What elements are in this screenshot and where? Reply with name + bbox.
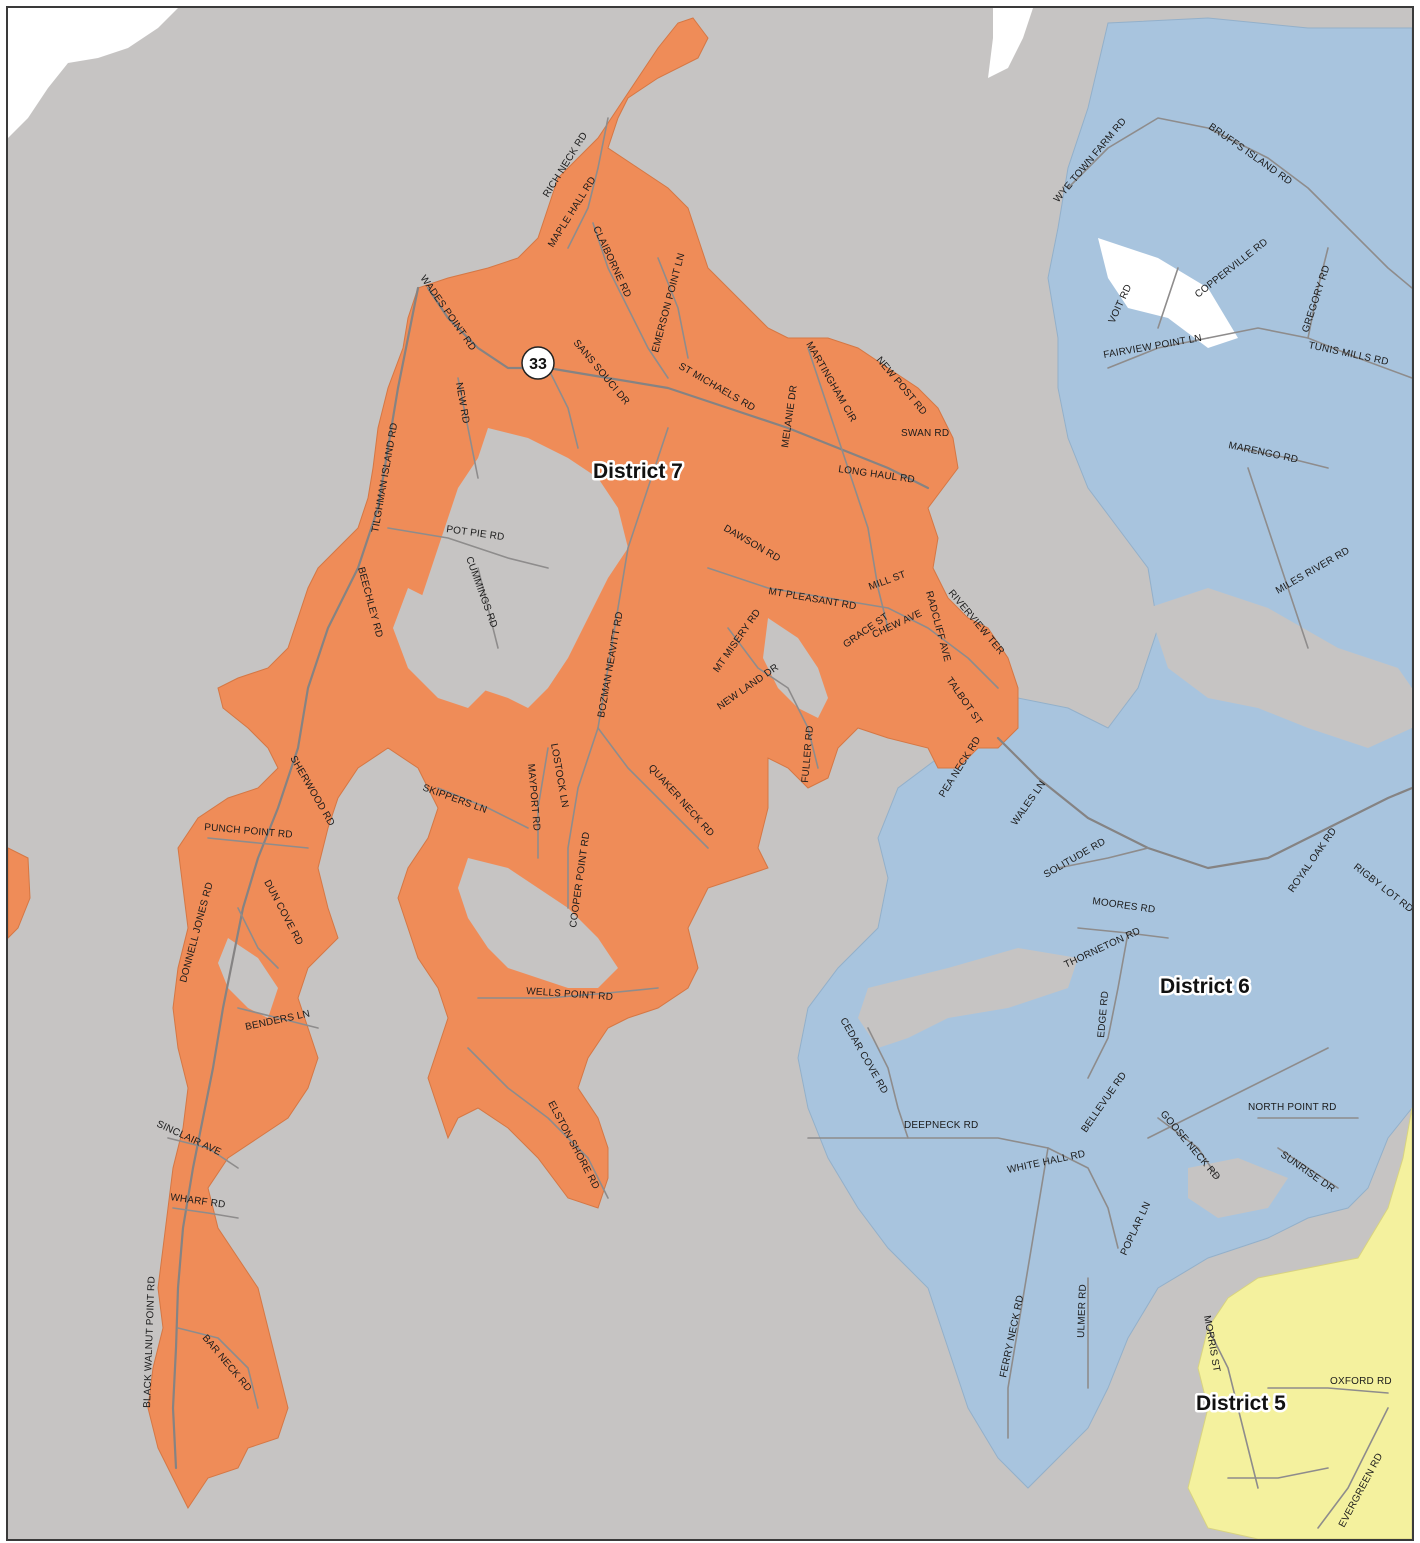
road-line — [1067, 117, 1412, 289]
roads-district-5 — [1207, 1327, 1389, 1529]
road-line — [547, 367, 579, 449]
water-inlet-6b — [1148, 588, 1412, 748]
road-line — [597, 427, 669, 729]
water-inlet-7e — [393, 588, 488, 708]
road-line — [1107, 337, 1209, 369]
road-line — [1277, 1147, 1339, 1189]
road-line — [1227, 1467, 1329, 1479]
road-line — [996, 736, 1412, 870]
water-inlet-6a — [1098, 238, 1238, 348]
road-line — [867, 1027, 909, 1139]
road-label: OXFORD RD — [1330, 1376, 1392, 1387]
road-line — [707, 567, 999, 689]
road-label: SWAN RD — [901, 428, 949, 439]
road-line — [1047, 1147, 1119, 1249]
road-line — [807, 347, 889, 629]
road-line — [177, 1327, 259, 1409]
road-line — [1157, 1117, 1219, 1179]
road-line — [1007, 1147, 1049, 1439]
road-line — [237, 907, 279, 969]
road-label: EDGE RD — [1096, 991, 1111, 1039]
road-line — [1307, 247, 1329, 339]
road-line — [1317, 1407, 1389, 1529]
road-line — [597, 727, 709, 849]
route-33-shield: 33 — [521, 346, 555, 380]
road-line — [592, 222, 669, 379]
district-map[interactable]: RICH NECK RD MAPLE HALL RD CLAIBORNE RD … — [8, 8, 1412, 1539]
road-label: BLACK WALNUT POINT RD — [142, 1276, 158, 1408]
road-line — [426, 286, 930, 490]
road-line — [172, 1207, 239, 1219]
route-shield-circle — [521, 346, 555, 380]
district-7-label: District 7 — [593, 460, 683, 483]
water-body-north — [988, 8, 1033, 78]
road-line — [477, 567, 499, 649]
district-6-label: District 6 — [1160, 975, 1250, 998]
road-line — [657, 257, 689, 359]
water-inlet-6c — [858, 948, 1078, 1048]
water-inlet-6d — [1188, 1158, 1288, 1218]
road-line — [1267, 1387, 1389, 1394]
road-line — [167, 1137, 239, 1169]
road-line — [1237, 447, 1329, 469]
district-7-west-sliver — [8, 847, 31, 939]
district-5-label: District 5 — [1196, 1392, 1286, 1415]
water-inlet-7c — [763, 618, 828, 718]
road-line — [207, 837, 309, 849]
roads-district-7 — [167, 117, 999, 1470]
road-line — [567, 727, 599, 909]
road-line — [1247, 467, 1309, 649]
water-body-northwest — [8, 8, 178, 138]
road-label: NORTH POINT RD — [1248, 1102, 1337, 1113]
road-line — [477, 987, 659, 999]
road-line — [387, 527, 549, 569]
district-7-area[interactable] — [147, 17, 1019, 1509]
road-line — [1087, 932, 1129, 1079]
road-line — [1207, 1327, 1259, 1489]
road-line — [567, 117, 609, 249]
road-line — [237, 1007, 319, 1029]
road-label: ULMER RD — [1076, 1284, 1089, 1338]
water-inlet-7b — [458, 858, 618, 988]
map-frame[interactable]: RICH NECK RD MAPLE HALL RD CLAIBORNE RD … — [6, 6, 1414, 1541]
road-line — [1057, 847, 1149, 869]
road-line — [437, 787, 529, 829]
road-line — [467, 1047, 609, 1199]
route-shield-number: 33 — [529, 356, 547, 373]
road-label: DEEPNECK RD — [904, 1120, 978, 1131]
road-line — [727, 627, 819, 769]
road-line — [457, 377, 479, 479]
road-line — [1147, 1047, 1329, 1139]
district-6-area[interactable] — [797, 17, 1412, 1489]
road-line — [1157, 267, 1179, 329]
road-line — [171, 286, 420, 1470]
roads-district-6 — [807, 117, 1412, 1439]
road-line — [537, 747, 549, 859]
road-line — [807, 1137, 1049, 1149]
road-label: FULLER RD — [800, 725, 816, 783]
